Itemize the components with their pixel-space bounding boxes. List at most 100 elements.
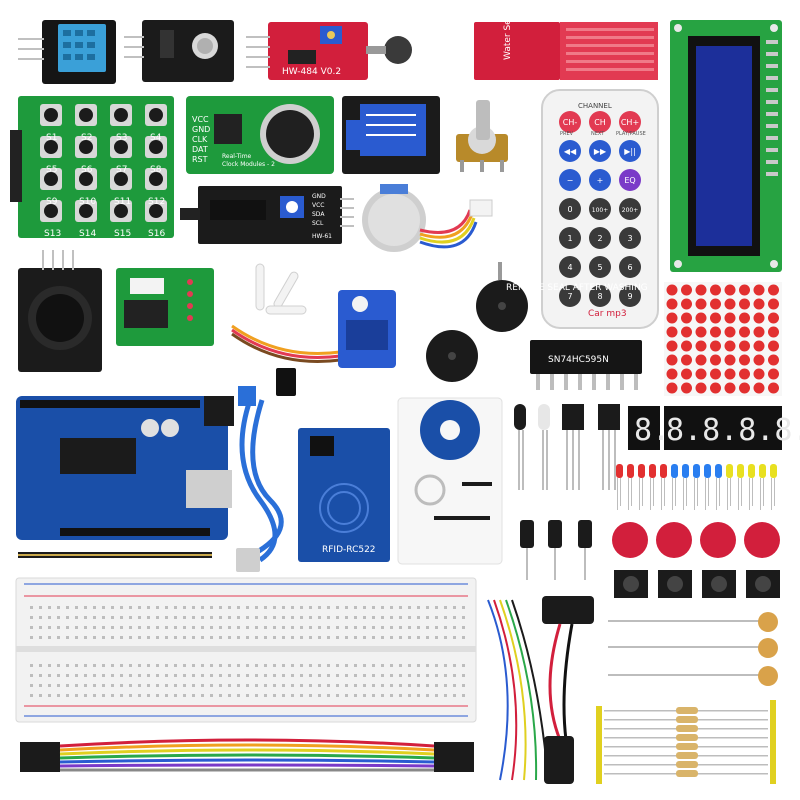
breadboard-hole (237, 684, 240, 687)
matrix-led (681, 284, 692, 296)
remote-brand-logo: Car mp3 (588, 309, 627, 319)
breadboard-hole (147, 674, 150, 677)
remote-top-label: PREV (560, 131, 574, 137)
breadboard-hole (435, 664, 438, 667)
joystick-module (18, 250, 102, 372)
led-lead (650, 478, 651, 510)
light-sensor-module (124, 20, 234, 82)
breadboard-hole (156, 616, 159, 619)
breadboard-hole (426, 684, 429, 687)
breadboard-hole (93, 636, 96, 639)
breadboard-hole (129, 626, 132, 629)
breadboard-hole (219, 674, 222, 677)
key-label: S13 (44, 229, 61, 239)
breadboard-hole (354, 684, 357, 687)
matrix-led (739, 298, 750, 310)
led (638, 464, 645, 478)
breadboard-hole (408, 616, 411, 619)
breadboard-hole (309, 626, 312, 629)
breadboard-hole (417, 694, 420, 697)
matrix-led (739, 354, 750, 366)
led-lead (730, 478, 731, 506)
breadboard-hole (174, 616, 177, 619)
breadboard-hole (363, 626, 366, 629)
breadboard-hole (417, 684, 420, 687)
led-lead (694, 478, 695, 510)
breadboard-jumper-bundle (487, 599, 549, 781)
rtc-subtitle: Clock Modules - 2 (222, 161, 275, 168)
breadboard-hole (246, 694, 249, 697)
breadboard-hole (201, 626, 204, 629)
matrix-led (695, 340, 707, 352)
breadboard-hole (228, 664, 231, 667)
breadboard-hole (255, 664, 258, 667)
breadboard-hole (165, 674, 168, 677)
breadboard-hole (93, 684, 96, 687)
rfid-rc522-module: RFID-RC522 (298, 428, 390, 562)
breadboard-hole (264, 674, 267, 677)
breadboard-hole (210, 636, 213, 639)
resistor-body (676, 707, 698, 714)
breadboard-hole (237, 616, 240, 619)
breadboard-hole (417, 626, 420, 629)
remote-button-label: EQ (624, 176, 635, 185)
breadboard-hole (120, 616, 123, 619)
breadboard-hole (246, 664, 249, 667)
matrix-led (724, 284, 736, 296)
i2c-pin-label: GND (312, 193, 326, 200)
led-lead (672, 478, 673, 510)
matrix-led (768, 298, 779, 310)
matrix-led (739, 326, 750, 338)
matrix-led (666, 382, 678, 394)
breadboard-hole (255, 606, 258, 609)
breadboard-hole (399, 664, 402, 667)
breadboard-hole (381, 626, 384, 629)
led-lead (763, 478, 764, 506)
matrix-led (666, 340, 678, 352)
breadboard-hole (246, 616, 249, 619)
breadboard-hole (444, 694, 447, 697)
breadboard-hole (327, 674, 330, 677)
servo-motor-sg90 (338, 290, 396, 368)
breadboard-hole (336, 664, 339, 667)
breadboard-hole (255, 616, 258, 619)
matrix-led (710, 284, 721, 296)
breadboard-hole (462, 616, 465, 619)
breadboard-hole (120, 664, 123, 667)
matrix-led (681, 340, 692, 352)
breadboard-hole (309, 694, 312, 697)
active-buzzer: REMOVE SEAL AFTER WASHING (476, 262, 648, 332)
breadboard-hole (237, 664, 240, 667)
breadboard-hole (75, 626, 78, 629)
breadboard-hole (318, 674, 321, 677)
breadboard-hole (417, 616, 420, 619)
breadboard-hole (138, 616, 141, 619)
led-lead (705, 478, 706, 510)
dht11-sensor (18, 20, 116, 84)
breadboard-hole (165, 626, 168, 629)
breadboard-hole (408, 684, 411, 687)
breadboard-hole (336, 694, 339, 697)
breadboard-hole (408, 626, 411, 629)
matrix-led (681, 382, 692, 394)
breadboard-hole (300, 626, 303, 629)
breadboard-hole (390, 664, 393, 667)
breadboard-hole (264, 606, 267, 609)
breadboard-hole (282, 606, 285, 609)
resistor-body (676, 770, 698, 777)
breadboard-hole (138, 636, 141, 639)
breadboard-hole (453, 664, 456, 667)
breadboard-hole (30, 636, 33, 639)
breadboard-hole (48, 664, 51, 667)
breadboard-hole (327, 636, 330, 639)
breadboard-hole (264, 684, 267, 687)
remote-button-label: 9 (627, 292, 632, 301)
breadboard-hole (444, 674, 447, 677)
matrix-led (753, 368, 765, 380)
breadboard-hole (444, 636, 447, 639)
breadboard-hole (48, 674, 51, 677)
led-matrix-8x8 (664, 282, 782, 396)
breadboard-hole (462, 606, 465, 609)
breadboard-hole (183, 626, 186, 629)
matrix-led (666, 284, 678, 296)
